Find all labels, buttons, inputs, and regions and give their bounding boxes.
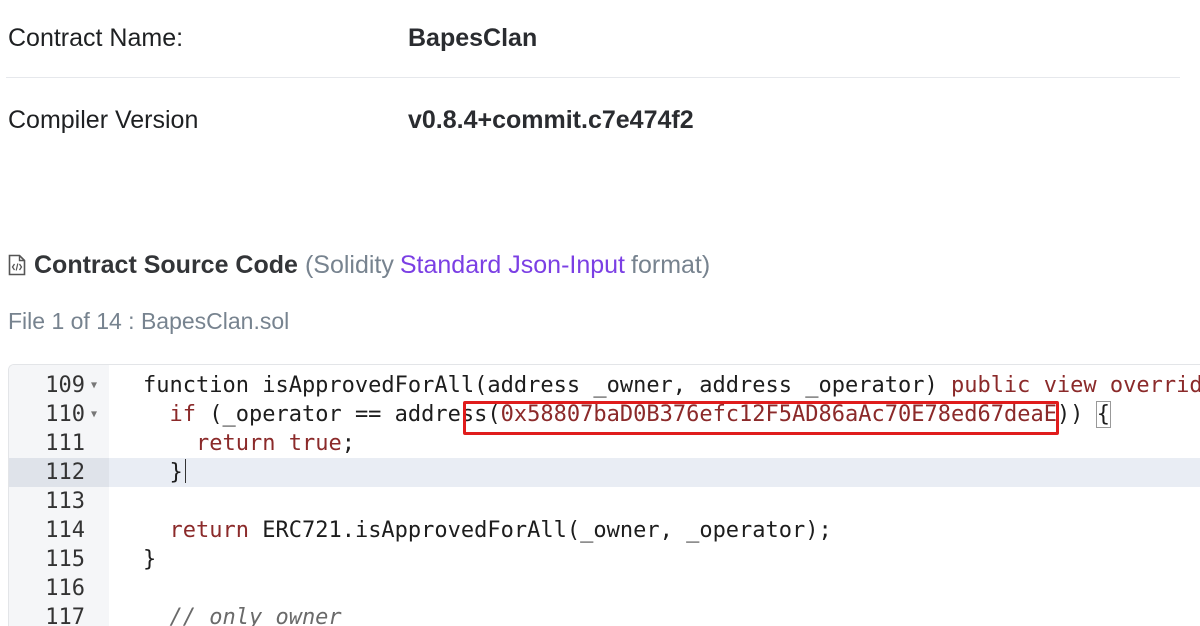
line-number: 111 — [45, 431, 85, 456]
compiler-version-row: Compiler Version v0.8.4+commit.c7e474f2 — [8, 102, 1180, 138]
row-divider — [6, 77, 1180, 78]
source-language-open: (Solidity — [304, 250, 394, 279]
file-code-icon — [8, 254, 26, 276]
code-line-112: 112 } — [9, 458, 1200, 487]
line-number: 114 — [45, 518, 85, 543]
code-text: return true; — [195, 431, 355, 456]
code-text: } — [143, 547, 157, 572]
code-line-111: 111 return true; — [9, 429, 1200, 458]
line-number: 115 — [45, 547, 85, 572]
line-number: 116 — [45, 576, 85, 601]
contract-name-value: BapesClan — [408, 23, 538, 52]
compiler-version-value: v0.8.4+commit.c7e474f2 — [408, 105, 694, 134]
highlighted-address: 0x58807baD0B376efc12F5AD86aAc70E78ed67de… — [500, 402, 1057, 427]
compiler-version-label: Compiler Version — [8, 105, 199, 134]
contract-name-label: Contract Name: — [8, 23, 184, 52]
code-line-110: 110 ▼ if (_operator == address(0x58807ba… — [9, 400, 1200, 429]
code-line-116: 116 — [9, 574, 1200, 603]
contract-name-row: Contract Name: BapesClan — [8, 20, 1180, 56]
code-text: if (_operator == address(0x58807baD0B376… — [169, 401, 1111, 428]
code-line-109: 109 ▼ function isApprovedForAll(address … — [9, 371, 1200, 400]
file-info: File 1 of 14 : BapesClan.sol — [8, 308, 290, 334]
code-comment: // only owner — [143, 605, 342, 626]
code-line-115: 115 } — [9, 545, 1200, 574]
code-text: return ERC721.isApprovedForAll(_owner, _… — [169, 518, 832, 543]
line-number: 109 — [45, 373, 85, 398]
standard-json-input-link[interactable]: Standard Json-Input — [399, 250, 626, 279]
code-text: } — [143, 458, 186, 487]
source-code-title: Contract Source Code — [34, 250, 298, 279]
line-number: 113 — [45, 489, 85, 514]
editor-gutter — [9, 365, 109, 626]
line-number: 112 — [9, 458, 109, 487]
code-line-117: 117 // only owner — [9, 603, 1200, 626]
code-line-114: 114 return ERC721.isApprovedForAll(_owne… — [9, 516, 1200, 545]
source-format-close: format) — [631, 250, 711, 279]
fold-toggle-icon[interactable]: ▼ — [91, 380, 98, 391]
source-code-heading: Contract Source Code (Solidity Standard … — [8, 248, 710, 282]
fold-toggle-icon[interactable]: ▼ — [91, 409, 98, 420]
code-text: function isApprovedForAll(address _owner… — [143, 373, 1200, 398]
line-number: 117 — [45, 605, 85, 626]
line-number: 110 — [45, 402, 85, 427]
code-editor[interactable]: 109 ▼ function isApprovedForAll(address … — [8, 364, 1200, 626]
code-line-113: 113 — [9, 487, 1200, 516]
text-cursor — [184, 459, 186, 483]
